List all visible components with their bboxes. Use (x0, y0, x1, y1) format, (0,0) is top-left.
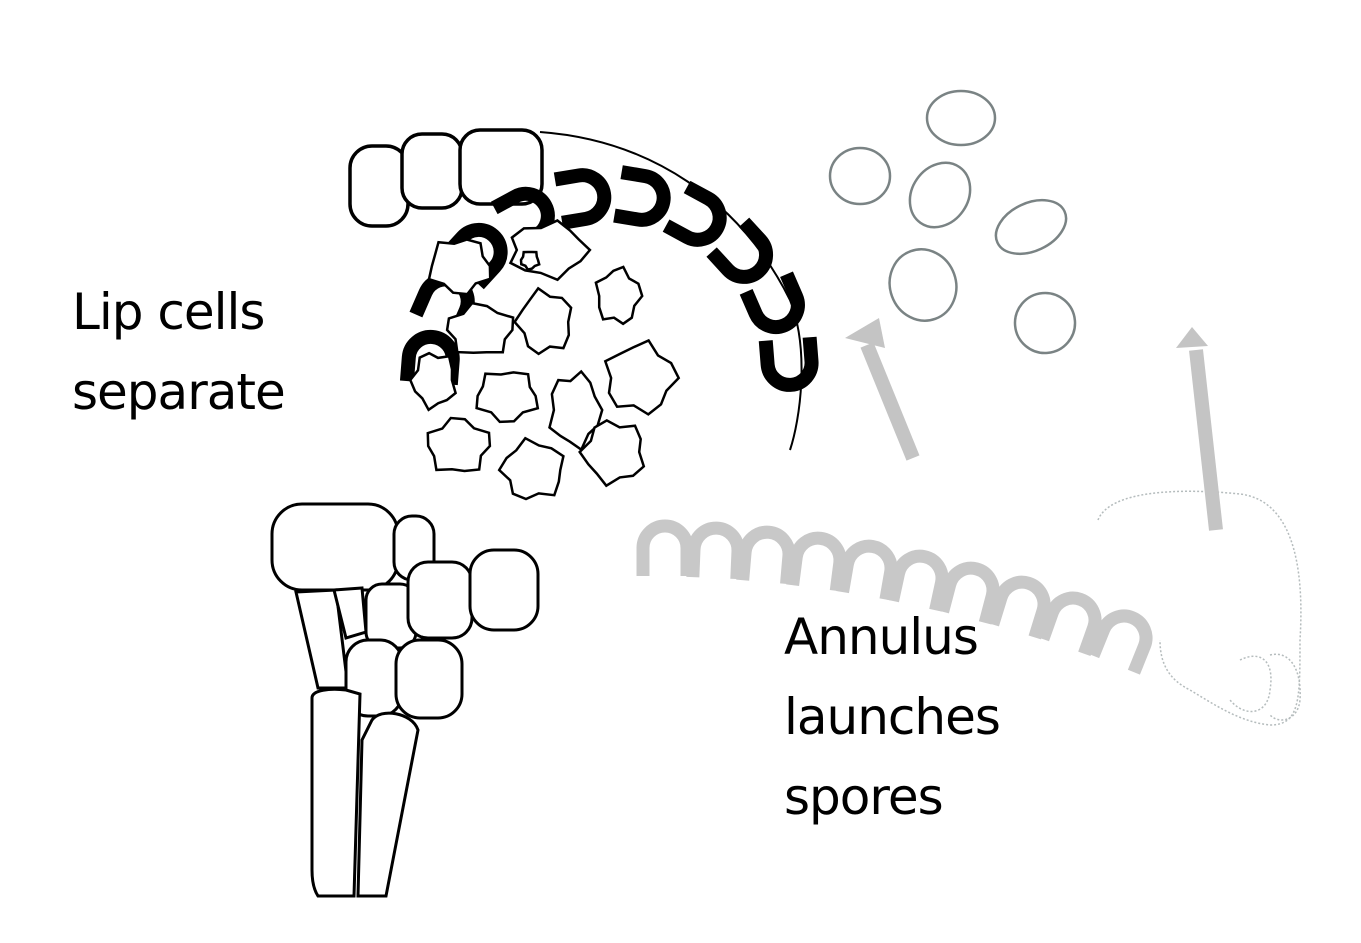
annulus-cell-closed (739, 271, 805, 334)
launch-arrows (845, 318, 1223, 531)
released-spores (828, 89, 1077, 355)
stalk-cell (310, 687, 362, 898)
spore-inside (427, 238, 492, 296)
annulus-closed-segments (399, 165, 819, 392)
annulus-label: Annulus launches spores (784, 597, 1001, 837)
annulus-cell-open (886, 549, 949, 612)
released-spore (828, 146, 892, 206)
annulus-open-segments (636, 519, 1153, 675)
annulus-label-line-1: Annulus (784, 608, 979, 666)
spore-inside (603, 338, 681, 416)
annulus-cell-closed (758, 336, 819, 392)
annulus-cell-open (786, 531, 847, 592)
spore-inside (426, 416, 492, 473)
lip-cells-top (348, 128, 544, 228)
annulus-cell-open (1087, 609, 1153, 675)
spore-inside (445, 301, 515, 354)
lip-cell-lower (406, 560, 474, 640)
annulus-cell-closed (613, 165, 671, 227)
annulus-cell-closed (441, 222, 508, 290)
lip-cell-lower (468, 548, 540, 632)
annulus-cell-open (936, 561, 1000, 625)
spore-inside (578, 418, 646, 488)
spore-inside (519, 250, 541, 272)
spore-inside (408, 351, 458, 412)
spore-inside (548, 369, 604, 452)
annulus-cell-closed (399, 329, 460, 386)
annulus-cell-closed (553, 168, 612, 230)
spore-inside (475, 371, 540, 424)
released-spore (994, 198, 1068, 256)
stalk-and-lower-lip (270, 502, 540, 898)
ghost-sporangium-outline (1097, 490, 1302, 726)
spore-inside (594, 265, 644, 326)
annulus-cell-open (836, 539, 898, 601)
released-spore (908, 161, 972, 229)
annulus-cell-open (686, 521, 745, 580)
stalk-cell (270, 502, 400, 592)
annulus-label-line-2: launches (784, 688, 1001, 746)
lip-cells-label: Lip cells separate (72, 272, 286, 432)
arrow-right (1176, 327, 1223, 531)
annulus-cell-open (1036, 591, 1102, 657)
lip-label-line-1: Lip cells (72, 283, 265, 341)
annulus-cell-open (636, 519, 694, 576)
released-spore (925, 89, 997, 147)
released-spore (888, 248, 958, 322)
spore-inside (508, 219, 592, 282)
annulus-cell-open (736, 525, 796, 585)
spore-inside (497, 436, 565, 501)
released-spore (1013, 291, 1077, 355)
arrow-left (845, 318, 920, 461)
annulus-cell-open (986, 575, 1051, 640)
stalk-cell (356, 711, 420, 898)
annulus-label-line-3: spores (784, 768, 944, 826)
annulus-cell-closed (662, 180, 727, 247)
annulus-cell-closed (706, 217, 774, 284)
spore-inside (513, 286, 573, 356)
spores-inside (408, 219, 681, 501)
sporangium-wall (539, 131, 803, 451)
stalk-cell (394, 638, 464, 720)
lip-label-line-2: separate (72, 363, 286, 421)
